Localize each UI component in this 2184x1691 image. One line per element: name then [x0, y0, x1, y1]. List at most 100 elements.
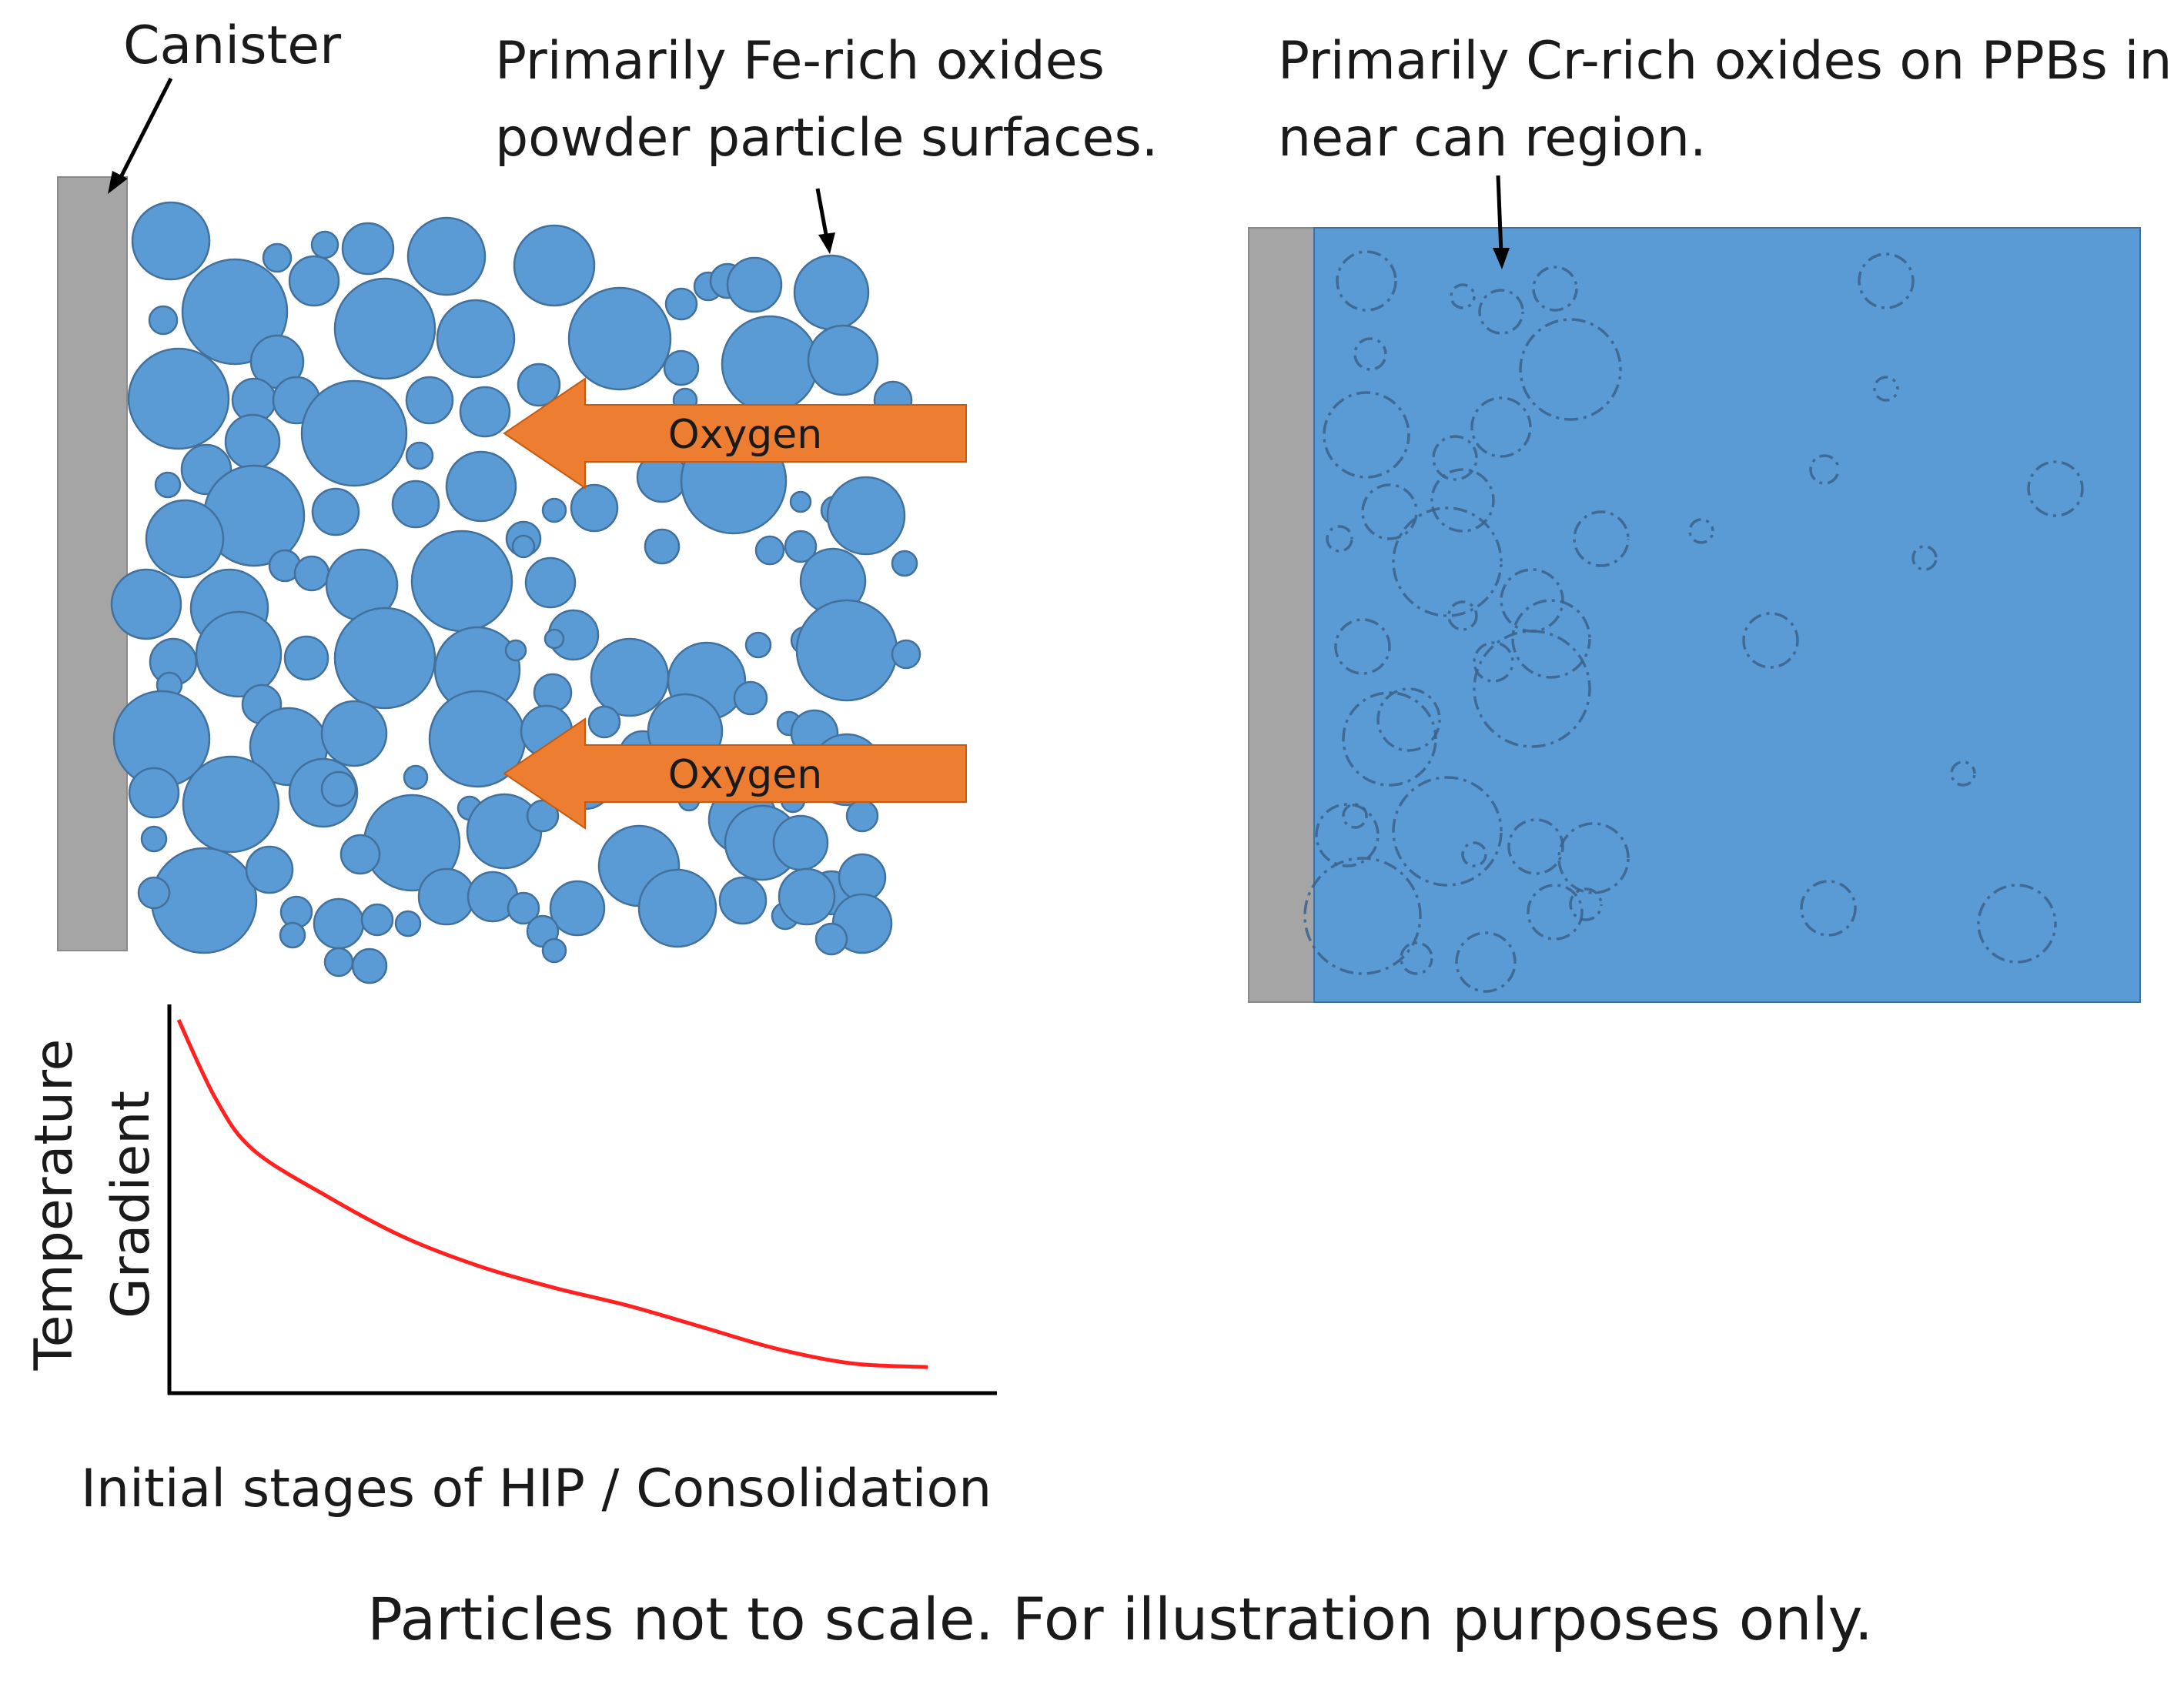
powder-particle [320, 700, 388, 767]
powder-particle [245, 845, 294, 894]
powder-particle [131, 201, 211, 281]
fe-oxides-pointer [815, 188, 835, 254]
prior-particle-boundary [1455, 931, 1517, 993]
prior-particle-boundary [1569, 887, 1603, 921]
powder-particle [663, 349, 700, 386]
powder-particle [394, 910, 422, 937]
powder-particle [778, 867, 836, 926]
powder-panel: Oxygen Oxygen [57, 176, 967, 984]
prior-particle-boundary [1461, 841, 1487, 867]
powder-particle [891, 550, 918, 577]
powder-particle [807, 324, 879, 396]
powder-particle [127, 347, 230, 450]
prior-particle-boundary [1432, 435, 1478, 481]
consolidated-panel [1248, 227, 2141, 1003]
powder-particle [587, 705, 621, 739]
powder-particle [288, 255, 340, 307]
fe-oxides-label-line2: powder particle surfaces. [495, 108, 1158, 169]
cr-oxides-pointer [1493, 175, 1510, 269]
powder-particles [110, 201, 929, 984]
prior-particle-boundary [1511, 599, 1591, 679]
oxygen-arrow-bottom: Oxygen [503, 717, 967, 830]
prior-particle-boundary [1392, 506, 1503, 617]
powder-particle [795, 599, 898, 702]
cr-oxides-label-line2: near can region. [1278, 108, 1707, 169]
powder-particle [405, 441, 434, 470]
powder-particle [351, 947, 388, 984]
prior-particle-boundary [1519, 318, 1622, 421]
powder-particle [590, 637, 670, 717]
prior-particle-boundary [1527, 884, 1584, 941]
powder-particle [323, 947, 354, 978]
powder-particle [283, 635, 329, 681]
prior-particle-boundary [1809, 454, 1840, 485]
prior-particle-boundary [1361, 483, 1418, 540]
powder-particle [507, 891, 540, 925]
powder-particle [541, 937, 567, 964]
x-axis-label: Initial stages of HIP / Consolidation [81, 1459, 992, 1519]
canister-wall-left [57, 176, 128, 951]
oxygen-arrow-top-label: Oxygen [668, 412, 822, 458]
powder-particle [718, 876, 768, 925]
powder-particle [293, 555, 330, 592]
powder-particle [570, 483, 619, 533]
powder-particle [148, 305, 179, 336]
y-axis-label-line2: Gradient [101, 1091, 162, 1318]
powder-particle [181, 258, 289, 366]
gradient-curve [176, 1018, 928, 1369]
temperature-gradient-chart: Temperature Gradient Initial stages of H… [24, 1004, 997, 1519]
prior-particle-boundary [1470, 396, 1532, 458]
powder-particle [279, 921, 306, 949]
prior-particle-boundary [1977, 884, 2057, 964]
fe-oxides-label-line1: Primarily Fe-rich oxides [495, 31, 1105, 92]
prior-particle-boundary [1911, 545, 1938, 571]
powder-particle [789, 490, 812, 513]
powder-particle [504, 639, 527, 662]
prior-particle-boundary [1858, 252, 1915, 309]
prior-particle-boundary [1450, 283, 1476, 309]
powder-particle [140, 825, 168, 853]
prior-particle-boundary [1392, 776, 1503, 887]
powder-particle [145, 499, 225, 579]
prior-particle-boundary [1473, 641, 1514, 683]
prior-particle-boundary [1950, 760, 1976, 787]
powder-particle [339, 834, 381, 875]
powder-particle [826, 476, 906, 556]
prior-particle-boundary [1800, 880, 1857, 937]
prior-particle-boundary [1447, 600, 1478, 631]
powder-particle [744, 631, 772, 659]
prior-particle-boundary [1742, 612, 1799, 669]
caption: Particles not to scale. For illustration… [367, 1585, 1873, 1653]
powder-particle [313, 897, 365, 950]
canister-label: Canister [123, 15, 341, 76]
powder-particle [721, 315, 819, 413]
powder-particle [511, 534, 536, 559]
powder-particle [182, 755, 280, 854]
powder-particle [845, 799, 879, 833]
powder-particle [726, 256, 783, 313]
powder-particle [110, 568, 182, 640]
powder-particle [410, 530, 513, 633]
powder-particle [524, 556, 577, 609]
prior-particle-boundary [1400, 941, 1433, 975]
powder-particle [405, 376, 454, 425]
prior-particle-boundary [1323, 391, 1410, 479]
y-axis-label-line1: Temperature [24, 1039, 85, 1372]
powder-particle [436, 299, 516, 379]
oxygen-arrow-bottom-label: Oxygen [668, 752, 822, 798]
powder-particle [406, 216, 487, 296]
powder-particle [513, 224, 596, 307]
powder-particle [360, 903, 394, 937]
prior-particle-boundary [1473, 630, 1591, 748]
powder-particle [128, 767, 180, 819]
powder-particle [310, 230, 339, 259]
powder-particle [466, 793, 543, 870]
powder-particle [793, 254, 870, 331]
powder-particle [154, 471, 182, 499]
prior-particle-boundary [1573, 510, 1630, 567]
powder-particle [549, 880, 606, 937]
prior-particle-boundary [1507, 818, 1564, 875]
powder-particle [195, 610, 283, 698]
powder-particle [262, 242, 293, 273]
prior-particle-boundary [1342, 803, 1368, 829]
